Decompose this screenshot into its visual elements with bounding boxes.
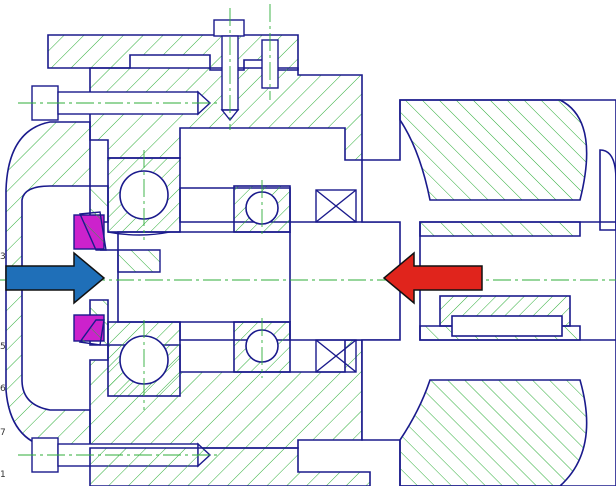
coupling-housing bbox=[361, 99, 616, 486]
edge-label-1: 3 bbox=[0, 252, 6, 262]
axial-force-arrow-right bbox=[382, 251, 483, 305]
edge-label-5: 1 bbox=[0, 470, 6, 480]
axial-force-arrow-left bbox=[5, 251, 106, 305]
seal-upper bbox=[315, 189, 357, 223]
seal-lower bbox=[315, 339, 357, 373]
retainer-sleeve bbox=[100, 231, 171, 273]
base-plate bbox=[89, 447, 371, 486]
edge-label-4: 7 bbox=[0, 428, 6, 438]
edge-label-3: 6 bbox=[0, 384, 6, 394]
edge-label-2: 5 bbox=[0, 342, 6, 352]
